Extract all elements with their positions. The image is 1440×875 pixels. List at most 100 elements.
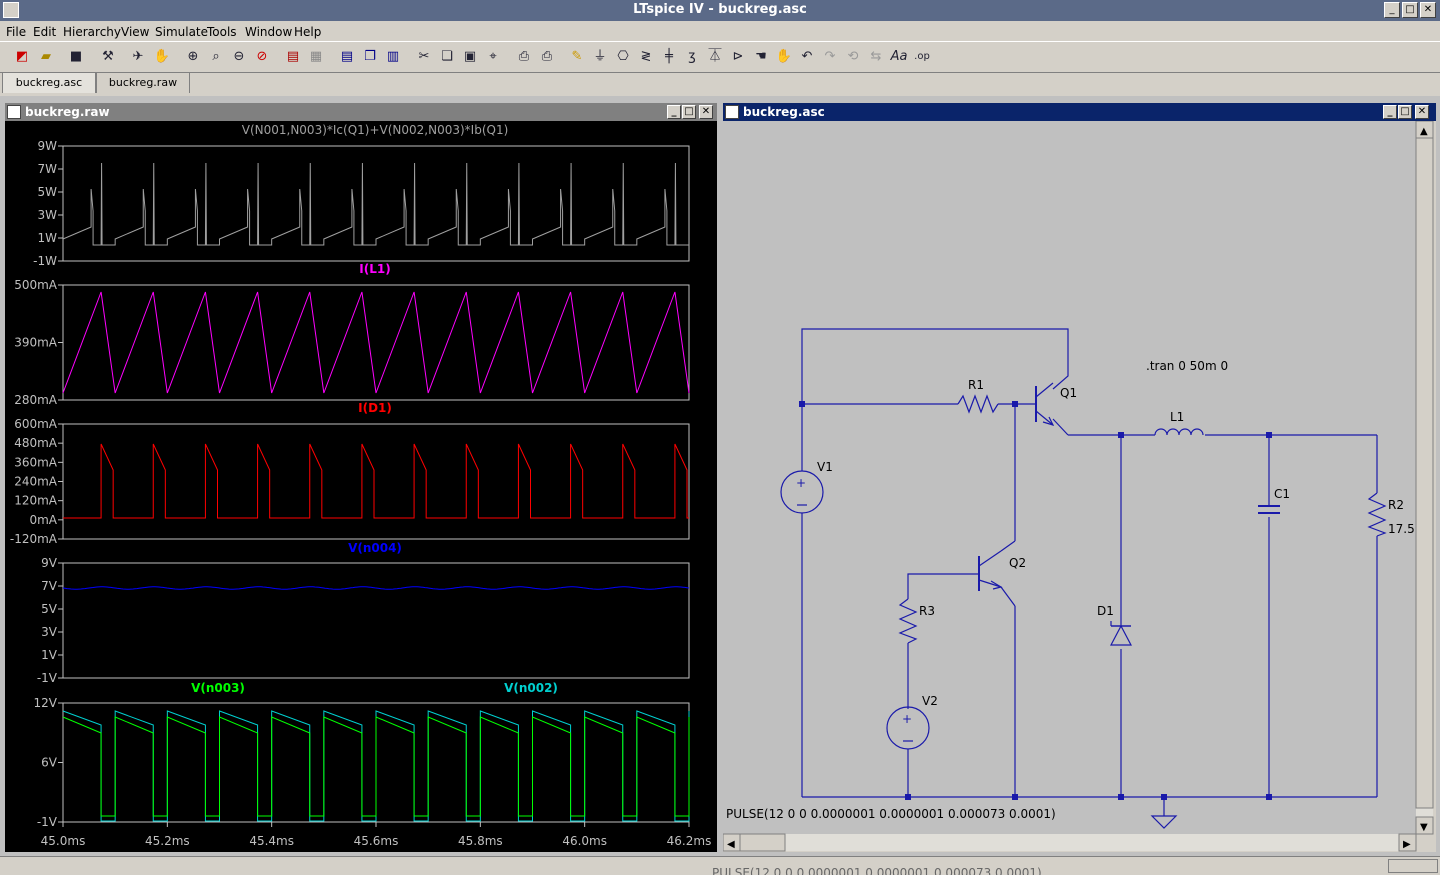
ground-icon[interactable]: ⏚ <box>593 49 607 64</box>
cascade-icon[interactable]: ❐ <box>364 49 376 64</box>
diode-icon[interactable]: ⏄ <box>708 49 722 64</box>
menu-window[interactable]: Window <box>245 25 293 39</box>
control-panel-icon[interactable]: ⚒ <box>102 49 114 64</box>
y-tick-label: 0mA <box>29 513 57 527</box>
inductor-l1[interactable] <box>1154 428 1204 436</box>
trace-label-id1[interactable]: I(D1) <box>358 401 392 415</box>
schematic-window-title: buckreg.asc <box>743 105 825 119</box>
resistor-r2[interactable] <box>1367 492 1387 537</box>
inductor-icon[interactable]: ʒ <box>688 49 696 64</box>
wire[interactable] <box>1000 586 1016 607</box>
open-icon[interactable]: ▰ <box>41 49 51 64</box>
rotate-icon[interactable]: ⟲ <box>847 49 859 64</box>
resistor-icon[interactable]: ≷ <box>640 49 652 64</box>
zoom-rect-icon[interactable]: ⌕ <box>212 49 220 64</box>
autorange-icon[interactable]: ▤ <box>286 49 300 64</box>
tab-buckreg-raw[interactable]: buckreg.raw <box>96 72 190 93</box>
waveform-plot-area[interactable]: 9W7W5W3W1W-1W500mA390mA280mA600mA480mA36… <box>5 121 717 852</box>
text-icon[interactable]: Aa <box>890 49 908 64</box>
trace-il1-waveform[interactable] <box>62 291 690 394</box>
schematic-window-titlebar[interactable]: buckreg.asc _ □ ✕ <box>723 103 1436 121</box>
tile-vertical-icon[interactable]: ▥ <box>386 49 400 64</box>
trace-label-power[interactable]: V(N001,N003)*Ic(Q1)+V(N002,N003)*Ib(Q1) <box>242 123 509 137</box>
voltage-source-v1[interactable] <box>780 470 824 514</box>
trace-power-waveform[interactable] <box>62 162 689 246</box>
trace-vn004-waveform[interactable] <box>62 586 690 590</box>
trace-label-il1[interactable]: I(L1) <box>359 262 390 276</box>
spice-directive[interactable]: .tran 0 50m 0 <box>1146 359 1228 373</box>
x-tick-label: 46.2ms <box>667 834 712 848</box>
resistor-r3[interactable] <box>898 598 918 644</box>
waveform-close-button[interactable]: ✕ <box>699 105 713 119</box>
undo-icon[interactable]: ↶ <box>801 49 813 64</box>
pulse-source-text[interactable]: PULSE(12 0 0 0.0000001 0.0000001 0.00007… <box>726 807 1056 821</box>
print-setup-icon[interactable]: ⎙ <box>518 49 530 64</box>
new-schematic-icon[interactable]: ◩ <box>15 49 29 64</box>
cut-icon[interactable]: ✂ <box>418 49 430 64</box>
draw-wire-icon[interactable]: ✎ <box>571 49 583 64</box>
drag-icon[interactable]: ✋ <box>775 49 793 64</box>
plot-pane-frame[interactable] <box>62 562 690 679</box>
resistor-r1[interactable] <box>957 394 999 414</box>
menu-hierarchy[interactable]: Hierarchy <box>63 25 122 39</box>
horizontal-scroll-thumb[interactable] <box>739 833 786 852</box>
mirror-icon[interactable]: ⇆ <box>870 49 882 64</box>
trace-label-vn003[interactable]: V(n003) <box>191 681 245 695</box>
spice-directive-icon[interactable]: .op <box>914 51 930 62</box>
menu-view[interactable]: View <box>121 25 150 39</box>
zoom-cancel-icon[interactable]: ⊘ <box>256 49 268 64</box>
menu-edit[interactable]: Edit <box>33 25 57 39</box>
y-tick-label: 6V <box>41 756 58 770</box>
scroll-down-button[interactable] <box>1415 816 1434 835</box>
menu-tools[interactable]: Tools <box>207 25 237 39</box>
trace-label-vn004[interactable]: V(n004) <box>348 541 402 555</box>
capacitor-icon[interactable]: ╪ <box>665 49 673 64</box>
pan-icon[interactable]: ✋ <box>153 49 171 64</box>
fit-icon[interactable]: ▦ <box>309 49 323 64</box>
run-icon[interactable]: ✈ <box>132 49 144 64</box>
trace-label-vn002[interactable]: V(n002) <box>504 681 558 695</box>
close-button[interactable]: ✕ <box>1420 2 1436 18</box>
app-icon[interactable] <box>3 2 19 18</box>
save-icon[interactable]: ■ <box>69 49 83 64</box>
waveform-maximize-button[interactable]: □ <box>682 105 696 119</box>
wire[interactable] <box>907 573 978 599</box>
plot-pane-frame[interactable] <box>62 145 690 262</box>
tile-horizontal-icon[interactable]: ▤ <box>340 49 354 64</box>
minimize-button[interactable]: _ <box>1384 2 1400 18</box>
paste-icon[interactable]: ▣ <box>463 49 477 64</box>
trace-vn003-waveform[interactable] <box>62 716 690 817</box>
maximize-button[interactable]: □ <box>1402 2 1418 18</box>
zoom-out-icon[interactable]: ⊖ <box>233 49 245 64</box>
wire[interactable] <box>801 328 1069 404</box>
menu-simulate[interactable]: Simulate <box>155 25 209 39</box>
schematic-canvas[interactable]: + + R1 Q <box>723 121 1436 852</box>
y-tick-label: -1V <box>37 671 58 685</box>
waveform-window-titlebar[interactable]: buckreg.raw _ □ ✕ <box>5 103 717 121</box>
menu-help[interactable]: Help <box>294 25 322 39</box>
horizontal-scrollbar[interactable] <box>723 834 1416 851</box>
schematic-minimize-button[interactable]: _ <box>1383 105 1397 119</box>
move-icon[interactable]: ☚ <box>755 49 767 64</box>
diode-d1[interactable] <box>1110 624 1132 646</box>
trace-vn002-waveform[interactable] <box>62 710 690 822</box>
print-icon[interactable]: ⎙ <box>541 49 553 64</box>
vertical-scroll-thumb[interactable] <box>1415 137 1434 809</box>
schematic-maximize-button[interactable]: □ <box>1398 105 1412 119</box>
label-net-icon[interactable]: ⎔ <box>617 49 629 64</box>
waveform-minimize-button[interactable]: _ <box>667 105 681 119</box>
trace-id1-waveform[interactable] <box>63 443 689 519</box>
menu-file[interactable]: File <box>6 25 27 39</box>
copy-icon[interactable]: ❏ <box>441 49 453 64</box>
scroll-right-button[interactable] <box>1398 833 1417 852</box>
schematic-close-button[interactable]: ✕ <box>1415 105 1429 119</box>
find-icon[interactable]: ⌖ <box>489 49 497 64</box>
tab-buckreg-asc[interactable]: buckreg.asc <box>2 72 96 93</box>
wire[interactable] <box>1000 540 1016 552</box>
ground-symbol[interactable] <box>1150 815 1178 829</box>
voltage-source-v2[interactable] <box>886 706 930 750</box>
redo-icon[interactable]: ↷ <box>824 49 836 64</box>
zoom-in-icon[interactable]: ⊕ <box>187 49 199 64</box>
component-icon[interactable]: ⊳ <box>732 49 744 64</box>
wire[interactable] <box>1052 418 1069 436</box>
